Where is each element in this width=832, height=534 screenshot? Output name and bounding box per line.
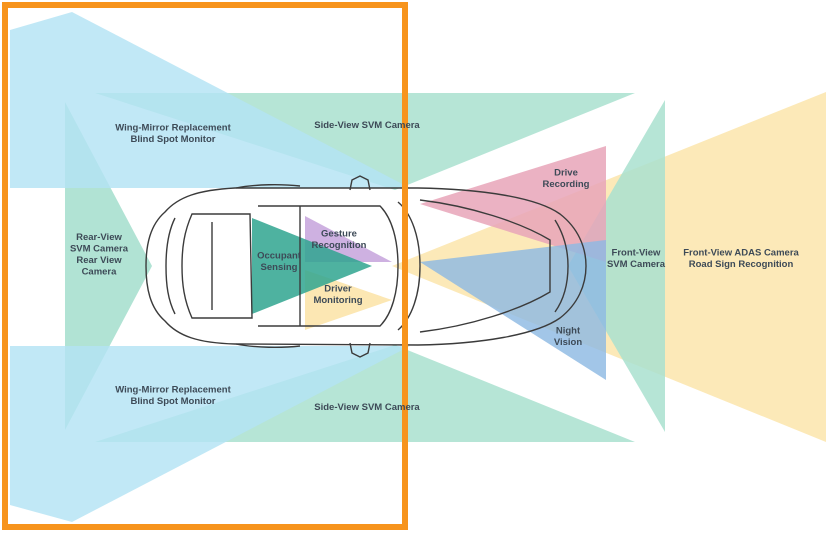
label-line: Drive (554, 167, 578, 178)
car-outline (145, 175, 587, 358)
label-line: SVM Camera (607, 259, 666, 270)
label-line: Gesture (321, 228, 357, 239)
label-line: Rear View (76, 255, 122, 266)
label-line: Front-View ADAS Camera (683, 247, 799, 258)
label-line: Wing-Mirror Replacement (115, 122, 231, 133)
label-line: Night (556, 325, 581, 336)
wing-mirror-top-cone (10, 12, 410, 188)
label-line: Blind Spot Monitor (131, 396, 216, 407)
highlight-frame (2, 2, 408, 530)
driver-monitoring-zone (305, 270, 392, 330)
label-line: Side-View SVM Camera (314, 120, 420, 131)
label-line: Wing-Mirror Replacement (115, 384, 231, 395)
label-line: Camera (82, 266, 118, 277)
label-line: Road Sign Recognition (689, 259, 794, 270)
side-view-bottom-label: Side-View SVM Camera (314, 402, 420, 413)
occupant-sensing-zone (252, 218, 372, 314)
front-svm-cone (568, 100, 665, 432)
label-line: Vision (554, 337, 583, 348)
label-line: Blind Spot Monitor (131, 134, 216, 145)
wing-mirror-bottom-cone (10, 346, 410, 522)
label-line: Monitoring (313, 295, 362, 306)
drive-recording-cone (420, 146, 606, 262)
label-line: Driver (324, 283, 352, 294)
label-line: Sensing (261, 262, 298, 273)
label-line: Front-View (612, 247, 662, 258)
label-line: Rear-View (76, 232, 122, 243)
label-line: SVM Camera (70, 243, 129, 254)
label-line: Recording (543, 179, 590, 190)
label-line: Recognition (312, 240, 367, 251)
side-view-top-label: Side-View SVM Camera (314, 120, 420, 131)
label-line: Side-View SVM Camera (314, 402, 420, 413)
label-line: Occupant (257, 250, 302, 261)
